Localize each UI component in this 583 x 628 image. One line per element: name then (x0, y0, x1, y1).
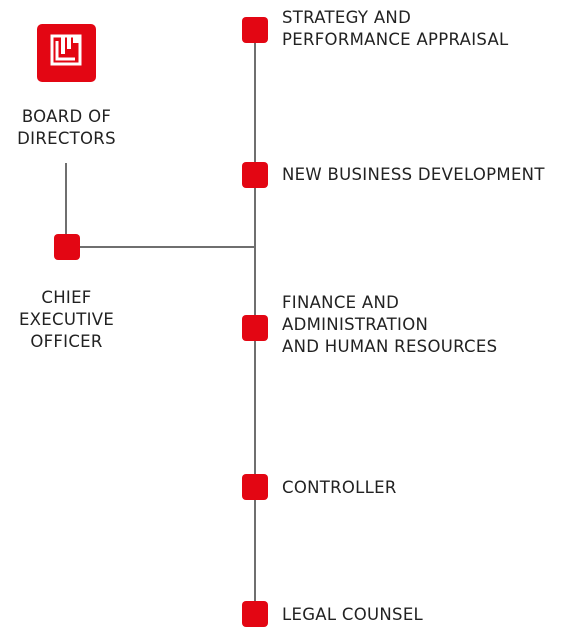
board-ceo-connector-line (65, 163, 67, 247)
branch-node-finance (242, 315, 268, 341)
branch-label-legal: LEGAL COUNSEL (282, 605, 424, 624)
logo-mark (50, 34, 82, 66)
branch-label-strategy: STRATEGY AND PERFORMANCE APPRAISAL (282, 8, 509, 49)
branch-label-finance: FINANCE AND ADMINISTRATION AND HUMAN RES… (282, 293, 498, 356)
branch-node-controller (242, 474, 268, 500)
branch-label-new-business: NEW BUSINESS DEVELOPMENT (282, 165, 545, 184)
company-logo-icon (37, 24, 96, 82)
branch-node-strategy (242, 17, 268, 43)
ceo-branch-connector-line (67, 246, 256, 248)
branch-label-controller: CONTROLLER (282, 478, 397, 497)
board-of-directors-label: BOARD OF DIRECTORS (17, 107, 116, 148)
ceo-label: CHIEF EXECUTIVE OFFICER (18, 288, 115, 351)
ceo-node (54, 234, 80, 260)
branch-node-legal (242, 601, 268, 627)
branch-node-new-business (242, 162, 268, 188)
